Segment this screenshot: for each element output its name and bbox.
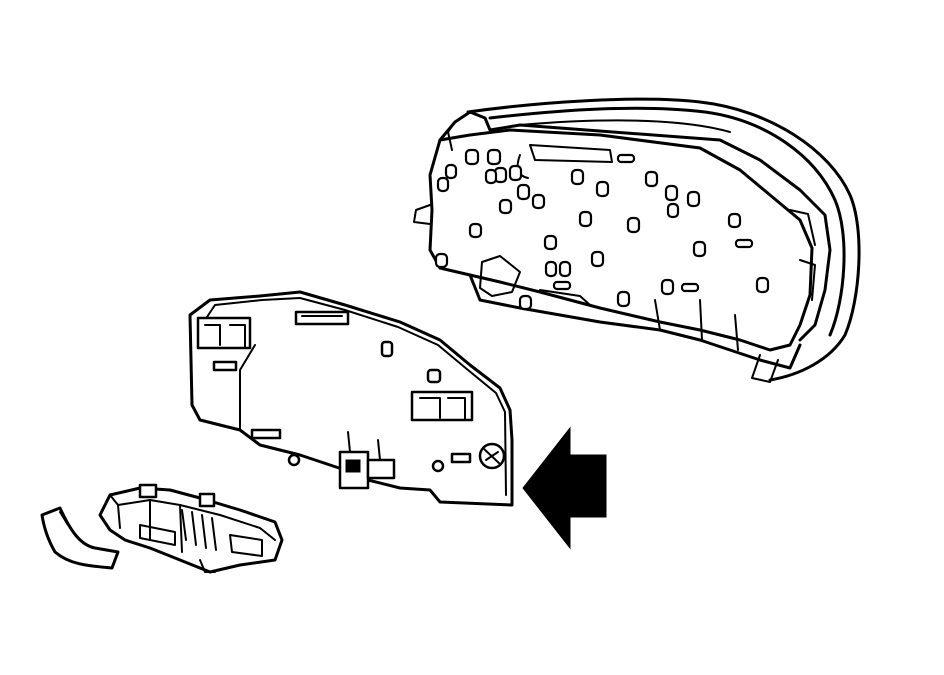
connector-housing	[40, 483, 284, 574]
instrument-cluster-assembly	[413, 97, 861, 383]
left-arrow-icon	[522, 426, 607, 550]
circuit-board	[188, 290, 514, 507]
